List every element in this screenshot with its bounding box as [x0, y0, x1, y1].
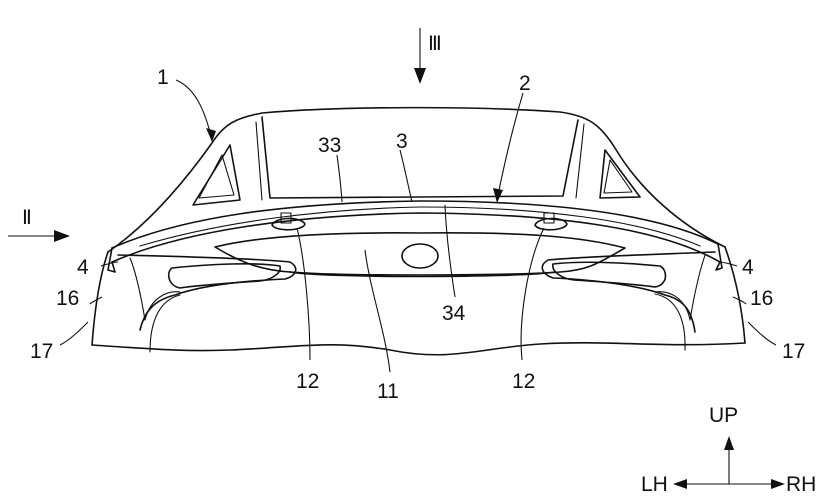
- rear-window-inner: [255, 121, 585, 201]
- axis-rh-label: RH: [786, 473, 816, 496]
- left-body-side: [91, 251, 109, 346]
- ref-16-right: 16: [750, 287, 773, 310]
- trunk-lid: [214, 232, 626, 278]
- rear-window: [261, 116, 579, 199]
- spoiler-upper-edge: [111, 200, 719, 249]
- right-spoiler-stay: [534, 217, 568, 231]
- rear-spoiler: [107, 200, 723, 273]
- ref-17-right: 17: [782, 340, 805, 363]
- axis-lh-label: LH: [641, 473, 668, 496]
- direction-indicator: [673, 436, 785, 489]
- ref-34: 34: [442, 302, 466, 325]
- left-lamp-lens: [167, 263, 281, 289]
- ref-12-right: 12: [512, 370, 535, 393]
- ref-3: 3: [396, 130, 408, 153]
- right-tail-lamp: [541, 251, 716, 333]
- license-garnish: [289, 271, 556, 278]
- view-label-II: Ⅱ: [22, 207, 32, 229]
- view-arrows: [8, 28, 426, 242]
- tail-lamps: [117, 251, 716, 353]
- vehicle-body: [91, 106, 746, 356]
- ref-4-left: 4: [77, 256, 89, 279]
- spoiler-lower-edge: [111, 212, 721, 263]
- view-label-III: Ⅲ: [428, 33, 442, 55]
- left-spoiler-stay: [271, 217, 306, 231]
- ref-11: 11: [377, 380, 399, 403]
- axis-up-label: UP: [709, 404, 738, 427]
- ref-4-right: 4: [742, 256, 754, 279]
- ref-33: 33: [318, 134, 341, 157]
- ref-1: 1: [157, 66, 169, 89]
- bottom-cut-line: [91, 342, 746, 356]
- ref-17-left: 17: [30, 340, 53, 363]
- roof-outline: [107, 106, 726, 253]
- ref-12-left: 12: [296, 370, 319, 393]
- ref-2: 2: [519, 72, 531, 95]
- spoiler-mid-line: [139, 206, 701, 247]
- right-quarter-window: [599, 149, 641, 199]
- left-tail-lamp: [117, 254, 297, 331]
- emblem: [401, 243, 439, 269]
- right-body-side: [724, 246, 746, 344]
- ref-16-left: 16: [56, 287, 79, 310]
- leader-lines: [59, 79, 777, 373]
- right-lamp-lens: [552, 261, 667, 288]
